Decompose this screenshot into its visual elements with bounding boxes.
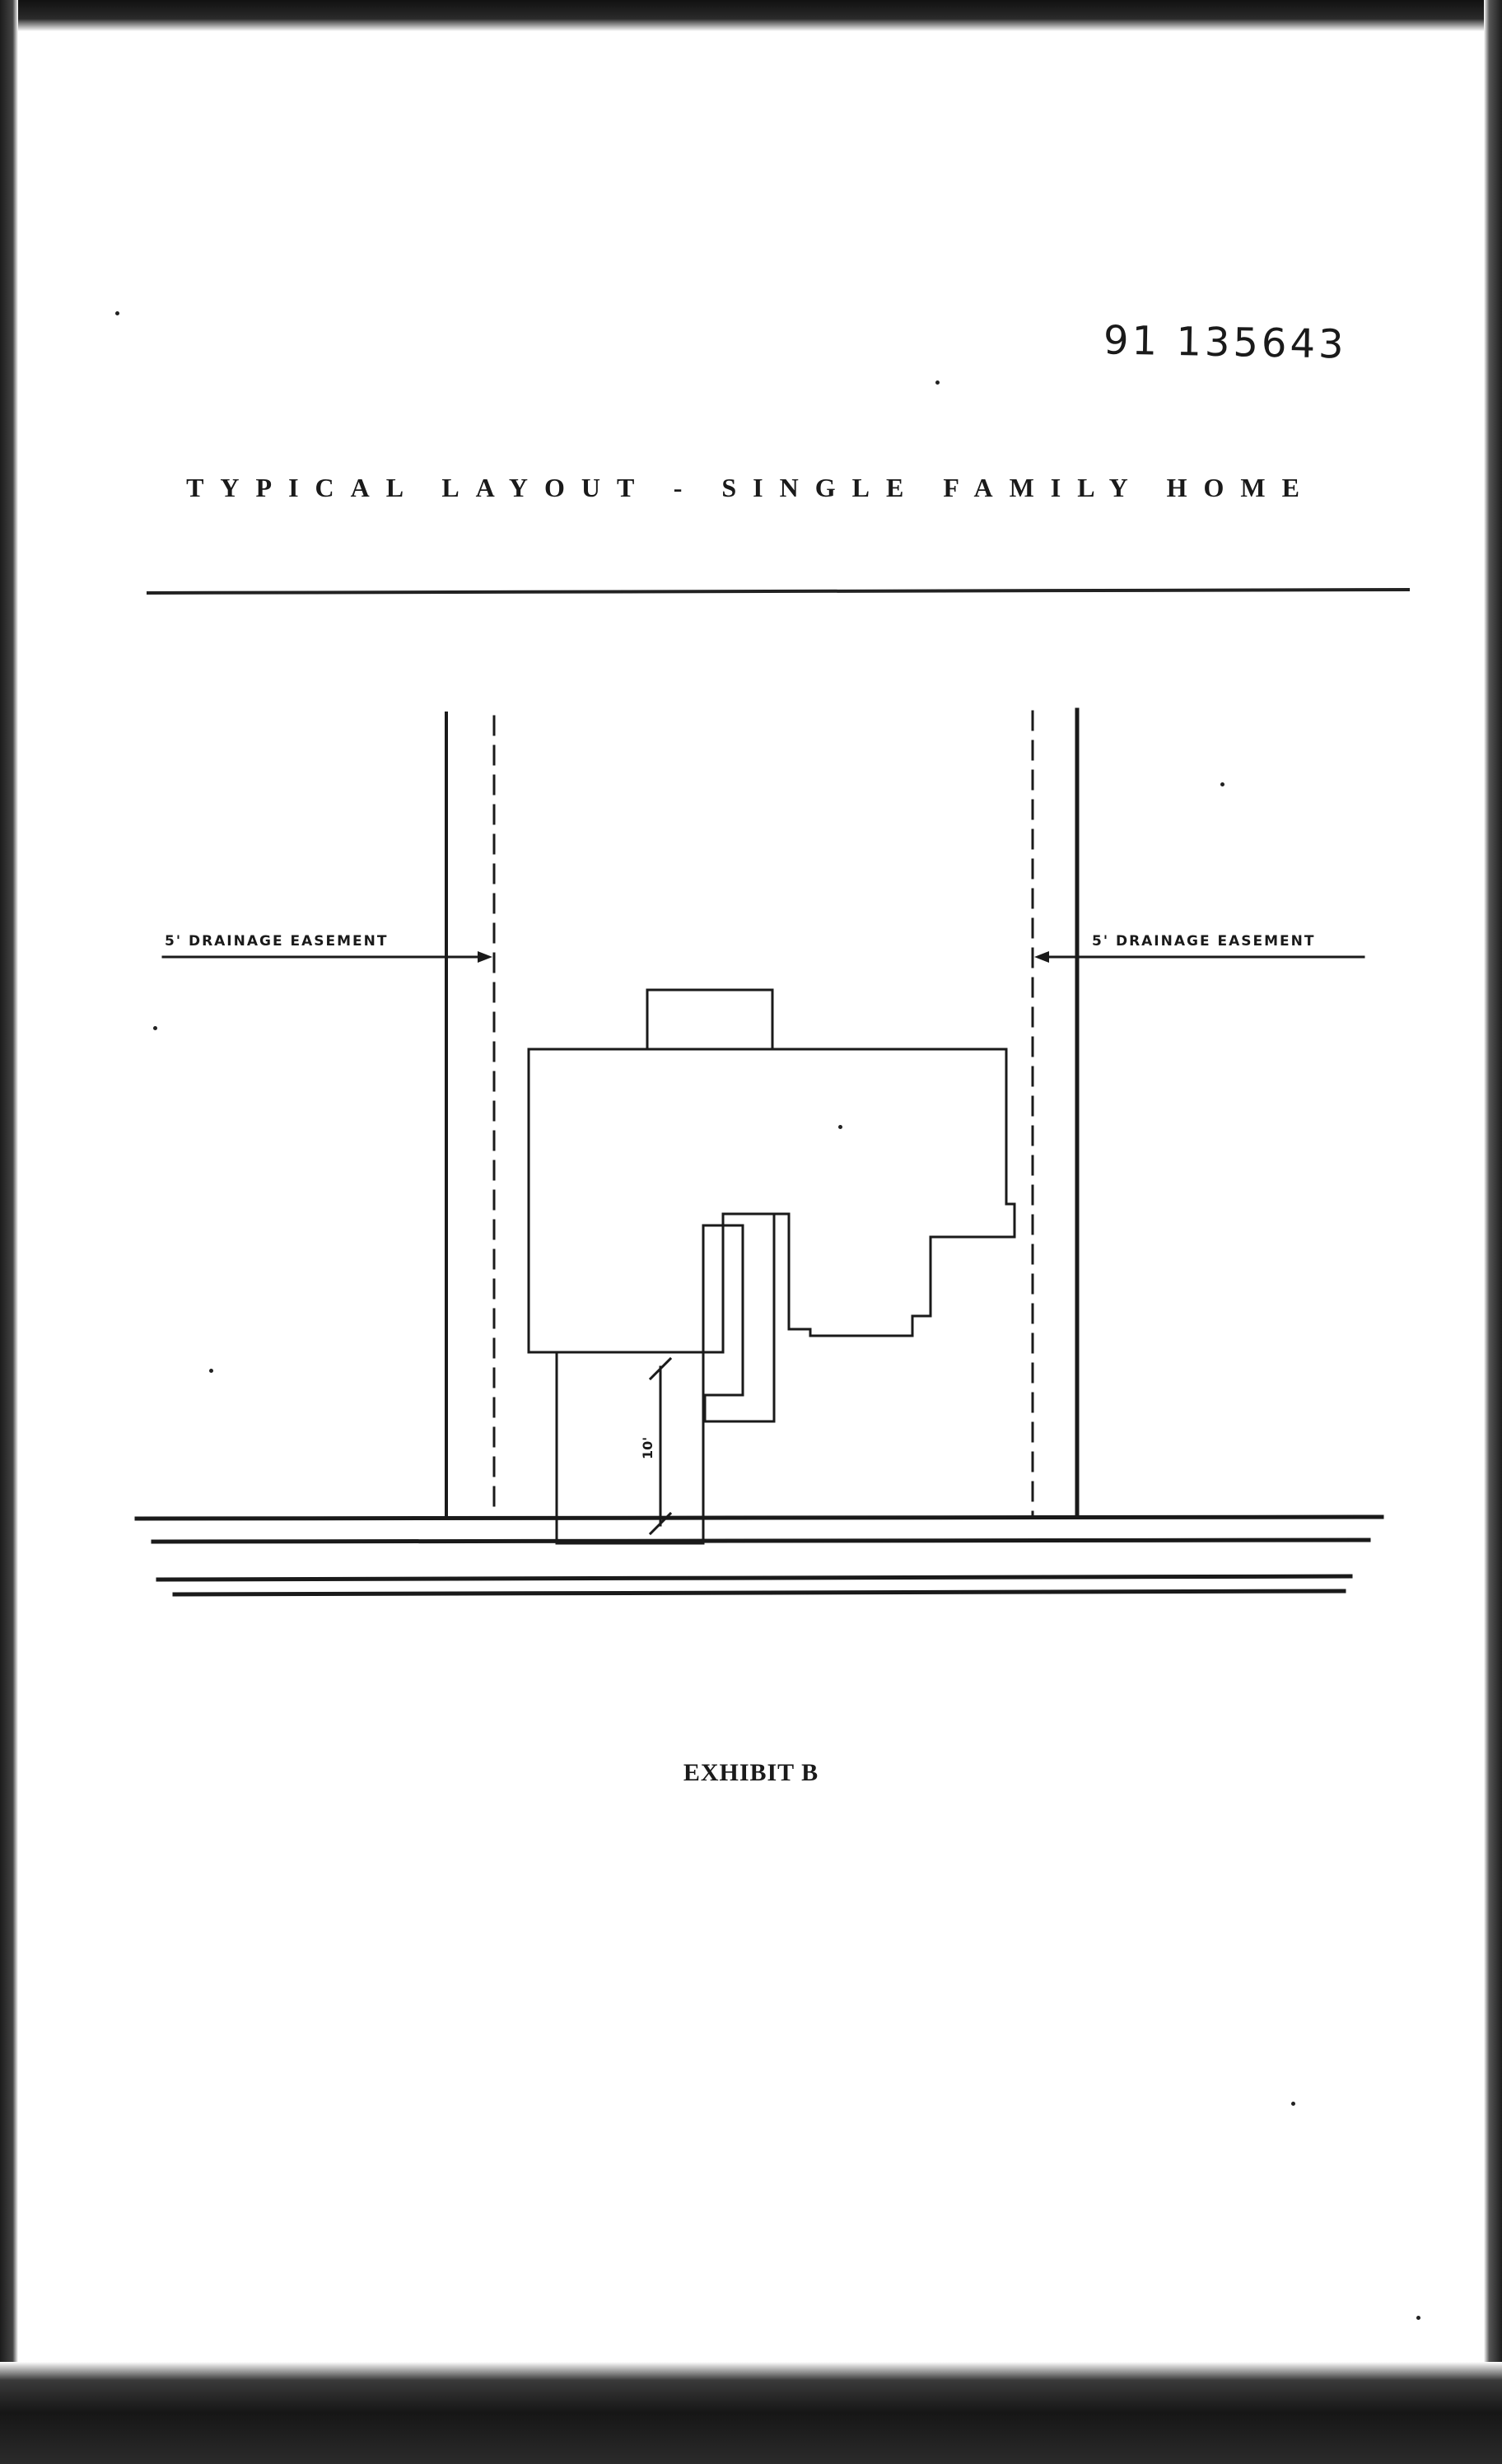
scan-speck [1416, 2316, 1420, 2320]
dimension-tick-top [648, 1356, 673, 1381]
house-outline [527, 1048, 1016, 1354]
page-title: TYPICAL LAYOUT - SINGLE FAMILY HOME [186, 473, 1316, 502]
setback-dimension-label: 10' [640, 1437, 655, 1459]
scan-border-top [0, 0, 1502, 31]
curb-line [151, 1538, 1371, 1544]
street-line-2 [172, 1589, 1346, 1597]
house-bump-out [646, 988, 774, 1051]
scan-speck [838, 1125, 842, 1129]
walkway-outer [703, 1212, 776, 1423]
scan-speck [209, 1369, 213, 1373]
walkway-inner [702, 1224, 744, 1397]
right-easement-label: 5' DRAINAGE EASEMENT [1092, 933, 1315, 950]
property-front-line [134, 1514, 1384, 1521]
left-easement-label: 5' DRAINAGE EASEMENT [165, 933, 388, 950]
scan-border-left [0, 0, 18, 2464]
exhibit-label: EXHIBIT B [683, 1759, 819, 1786]
scan-border-right [1484, 0, 1502, 2464]
left-arrowhead [478, 951, 492, 963]
street-line-1 [156, 1574, 1353, 1582]
scan-speck [1220, 782, 1224, 786]
scan-speck [1291, 2102, 1295, 2106]
scan-speck [153, 1026, 157, 1030]
scan-speck [115, 311, 119, 315]
scan-border-bottom [0, 2362, 1502, 2464]
right-arrowhead [1034, 951, 1049, 963]
garage-driveway [555, 1351, 705, 1545]
scan-speck [935, 380, 940, 385]
